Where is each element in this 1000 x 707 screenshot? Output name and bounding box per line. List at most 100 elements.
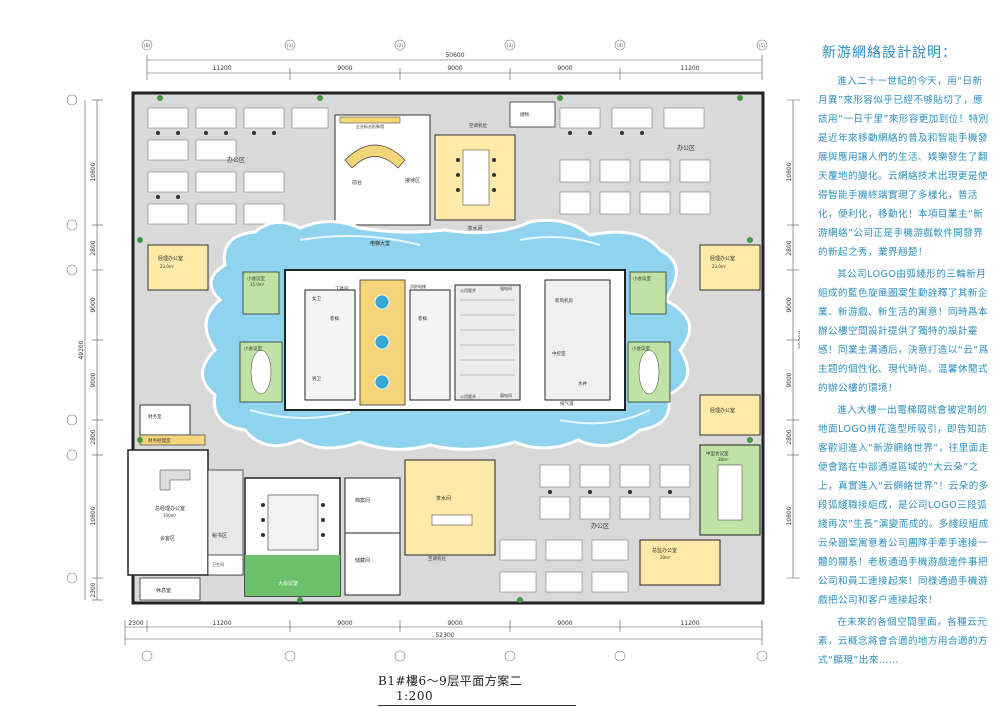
tea-room-table: [462, 149, 490, 206]
description-paragraph-4: 在未來的各個空間里面，各種云元素，云概念將會合適的地方用合適的方式“顯現”出來……: [818, 617, 988, 666]
mech-rooms: [544, 279, 611, 401]
caption-scale: 1:200: [396, 689, 434, 703]
tea-room-bottom: [404, 459, 496, 556]
rest-room: [139, 577, 201, 601]
dim-top-4: 9000: [557, 65, 572, 72]
label-storage-bottom: 储藏间: [355, 557, 370, 564]
label-manager-office-e: 经理办公室: [710, 255, 735, 262]
finance-room: [139, 404, 191, 436]
dimension-left: [84, 99, 103, 601]
label-director-office: 总监办公室: [652, 547, 677, 554]
director-office: [639, 539, 721, 586]
label-weak-power: 弱电间: [500, 392, 512, 398]
dim-right-2: 9000: [786, 297, 793, 312]
gm-desk: [159, 469, 191, 491]
label-office-area-nw: 办公区: [227, 156, 245, 164]
large-meeting-table: [267, 494, 319, 551]
description-paragraph-2: 其公司LOGO由弧綫形的三輪新月組成的藍色旋風圖案生動詮釋了其新企業、新游戲、新…: [818, 269, 989, 394]
dim-right-1: 2800: [786, 240, 793, 255]
archive-room: [344, 477, 401, 534]
label-control-room: 中控室: [552, 350, 566, 357]
label-shaft-bottom: 公用管井: [460, 393, 476, 399]
dim-left-0: 10800: [90, 162, 97, 181]
desk-clusters: [147, 107, 711, 593]
dim-right-labels: 10800 2800 9000 9000 2800 10800 28200: [786, 162, 800, 525]
reception-desk: [344, 144, 406, 169]
wc-gm: [207, 554, 244, 576]
dim-left-5: 10800: [90, 506, 97, 525]
dim-right-5: 10800: [786, 506, 793, 525]
label-small-meeting-ne: 小会议室: [633, 275, 651, 282]
dim-left-3: 9000: [90, 372, 97, 387]
stairwell: [454, 284, 521, 401]
cloud-inner-swirl: [249, 235, 651, 425]
grid-mark-1: (1): [287, 43, 294, 49]
label-fire-lift: 消防电梯: [410, 283, 426, 289]
small-meeting-room-ne: [629, 271, 667, 315]
medium-meeting-table: [717, 464, 743, 521]
dim-bottom-0: 2300: [128, 620, 143, 627]
label-wc-gm: 卫生间: [212, 561, 224, 567]
manager-office-e: [699, 244, 761, 291]
label-small-meeting-e: 小会议室: [632, 345, 650, 352]
label-gm-lounge: 会客区: [160, 535, 175, 542]
large-meeting-accent: [245, 555, 340, 596]
label-finance-manager-e: 经理办公室: [710, 407, 735, 414]
dim-top-1: 11200: [212, 65, 231, 72]
label-small-meeting-nw-area: 15.0m²: [250, 282, 265, 287]
label-passenger-lift-b: 客梯: [418, 315, 427, 322]
label-male-wc: 男卫: [312, 376, 321, 382]
large-meeting-chairs: [261, 503, 325, 537]
small-meeting-room-nw: [242, 271, 280, 315]
grid-mark-3: (3): [507, 43, 514, 49]
dim-bottom-5: 11200: [680, 620, 699, 627]
dim-top-2: 9000: [337, 65, 352, 72]
dim-left-6: 2300: [90, 582, 97, 597]
meeting-table-w: [250, 349, 272, 395]
reception-zone: [334, 114, 431, 226]
label-strong-power: 强电间: [500, 285, 512, 291]
label-small-meeting-w: 小会议室: [244, 345, 262, 352]
grid-mark-b: (B): [144, 43, 151, 49]
label-gm-office-area: 100m²: [163, 513, 177, 518]
label-shaft-top: 公用管井: [460, 287, 476, 293]
label-finance-room: 财务室: [148, 413, 162, 420]
dim-left-2: 9000: [90, 297, 97, 312]
design-description: 新游網絡設計說明： 進入二十一世紀的今天，用“日新月異”來形容似乎已經不够貼切了…: [818, 42, 990, 673]
label-female-wc: 女卫: [312, 295, 321, 302]
elevator-shaft-mid: [409, 289, 451, 401]
dim-bottom-4: 9000: [557, 620, 572, 627]
label-storage-top: 储物: [520, 111, 529, 118]
dimension-right: [787, 99, 800, 579]
label-manager-office-w: 经理办公室: [158, 255, 183, 262]
label-waiting: 接待区: [405, 177, 420, 184]
manager-office-w: [147, 244, 209, 291]
floor-plan: 50600 11200 9000 9000 9000 11200 (B) (1)…: [66, 39, 800, 662]
dim-right-4: 2800: [786, 429, 793, 444]
plant-markers: [137, 95, 753, 603]
tea-room-counter: [431, 514, 473, 526]
grid-marks-bottom: [141, 650, 768, 662]
grid-mark-4: (4): [617, 43, 624, 49]
description-paragraph-3: 進入大樓一出電梯間就會被定制的地面LOGO拼花造型所吸引，即告知訪客歡迎進入“新…: [818, 405, 989, 606]
dim-right-3: 9000: [786, 372, 793, 387]
label-manager-office-w-area: 23.0m²: [160, 264, 175, 269]
storage-room-bottom: [344, 532, 401, 596]
label-finance-manager-room: 财务经理室: [148, 437, 171, 444]
label-tea-room-top: 茶水间: [467, 225, 482, 232]
label-manager-office-e-area: 23.0m²: [712, 264, 727, 269]
label-small-meeting-nw: 小会议室: [247, 275, 265, 282]
label-secretary: 秘书区: [212, 532, 227, 539]
dim-left-labels: 10800 2800 9000 9000 2800 10800 2300 492…: [78, 162, 97, 597]
label-aircon-bottom: 空调机位: [428, 555, 446, 562]
label-passenger-lift-a: 客梯: [330, 315, 339, 322]
reception-feature-wall: [339, 116, 401, 124]
label-reception: 前台: [352, 179, 362, 186]
dim-top-5: 11200: [680, 65, 699, 72]
label-director-office-area: 20m²: [660, 555, 671, 560]
dim-top-total: 50600: [445, 52, 464, 59]
label-large-meeting: 大会议室: [278, 580, 298, 587]
grid-marks-top: [141, 39, 768, 51]
grid-mark-5: (5): [759, 43, 766, 49]
dim-bottom-total: 52300: [435, 632, 454, 639]
